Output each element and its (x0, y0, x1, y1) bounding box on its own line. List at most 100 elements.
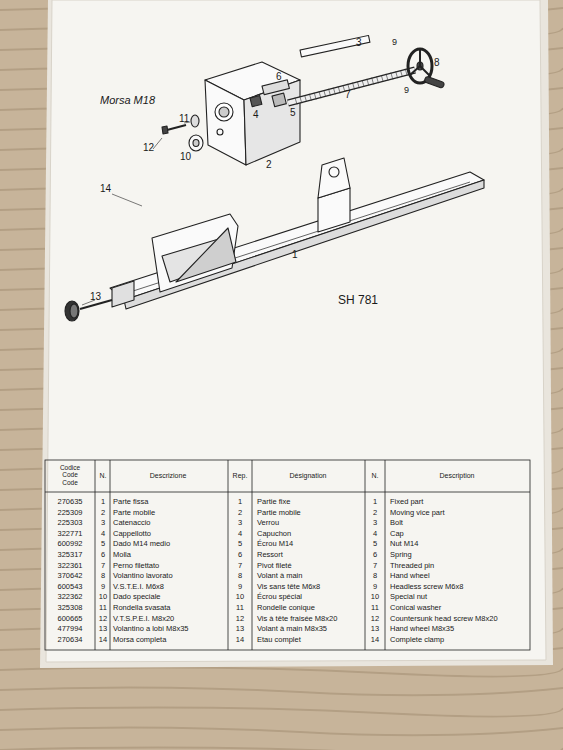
special-nut-hole (193, 140, 199, 147)
pivot-ear (318, 158, 350, 198)
moving-side (244, 80, 300, 165)
bore-inner (219, 107, 229, 117)
table-cell: Volantino a lobi M8x35 (113, 625, 188, 633)
callout-number: 14 (100, 184, 111, 194)
fixed-jaw (152, 214, 238, 292)
table-cell: Complete clamp (390, 636, 444, 644)
table-cell: Catenaccio (113, 519, 151, 527)
leader-line (112, 194, 142, 206)
thread-stroke (319, 91, 321, 98)
table-cell: 8 (373, 572, 377, 580)
callout-number: 2 (266, 160, 272, 170)
callout-number: 10 (180, 152, 191, 162)
nut (272, 93, 286, 107)
end-bracket (112, 281, 134, 307)
table-cell: V.S.T.E.I. M6x8 (113, 583, 164, 591)
thread-stroke (372, 78, 374, 85)
wheel-handle (424, 76, 445, 88)
table-frame (45, 460, 530, 650)
thread-stroke (300, 96, 302, 103)
screw-head (162, 126, 168, 134)
table-cell: Threaded pin (390, 562, 434, 570)
table-rule (95, 460, 96, 650)
table-cell: Rondelle conique (257, 604, 315, 612)
thread-stroke (357, 81, 359, 88)
table-header: Désignation (290, 472, 327, 479)
callout-number: 11 (179, 114, 189, 124)
table-cell: Cap (390, 530, 404, 538)
callout-number: 9 (392, 38, 397, 47)
table-cell: 1 (238, 498, 242, 506)
table-cell: Partie mobile (257, 509, 301, 517)
table-cell: 3 (373, 519, 377, 527)
table-cell: 270635 (57, 498, 82, 506)
table-cell: 600665 (57, 615, 82, 623)
table-cell: 322361 (57, 562, 82, 570)
table-cell: Capuchon (257, 530, 291, 538)
table-cell: 12 (99, 615, 107, 623)
callout-number: 6 (276, 72, 282, 82)
table-cell: 6 (101, 551, 105, 559)
thread-stroke (376, 76, 378, 83)
screw-hole (217, 129, 223, 135)
lobed-knob (65, 301, 79, 321)
table-cell: Hand wheel (390, 572, 430, 580)
table-cell: Dado speciale (113, 593, 161, 601)
countersunk-screw (167, 125, 186, 130)
table-cell: 11 (371, 604, 379, 612)
table-cell: 5 (238, 540, 242, 548)
table-cell: 10 (99, 593, 107, 601)
base-rail (110, 172, 484, 300)
table-cell: Vis sans tête M6x8 (257, 583, 320, 591)
table-rule (45, 492, 530, 493)
table-cell: 9 (238, 583, 242, 591)
knob-face (70, 304, 78, 318)
thread-stroke (295, 98, 297, 105)
table-cell: 6 (238, 551, 242, 559)
table-cell: Perno filettato (113, 562, 159, 570)
callout-number: 4 (253, 110, 259, 120)
thread-stroke (353, 83, 355, 90)
gusset (176, 228, 236, 282)
table-cell: Molla (113, 551, 131, 559)
table-cell: Rondella svasata (113, 604, 171, 612)
rail-side (124, 180, 484, 309)
table-cell: 5 (101, 540, 105, 548)
table-cell: 12 (371, 615, 379, 623)
table-cell: Volant à main (257, 572, 302, 580)
table-cell: 14 (99, 636, 107, 644)
rail-groove (130, 182, 470, 292)
table-cell: 1 (101, 498, 105, 506)
table-cell: 5 (373, 540, 377, 548)
thread-stroke (324, 90, 326, 97)
callout-number: 13 (90, 292, 101, 302)
table-cell: Nut M14 (390, 540, 418, 548)
table-rule (252, 460, 253, 650)
table-cell: 4 (373, 530, 377, 538)
bore (215, 103, 233, 121)
table-header: N. (372, 472, 379, 479)
table-cell: Moving vice part (390, 509, 445, 517)
table-cell: Cappellotto (113, 530, 151, 538)
table-cell: 322771 (57, 530, 82, 538)
table-cell: 8 (238, 572, 242, 580)
table-cell: 1 (373, 498, 377, 506)
table-header: N. (100, 472, 107, 479)
table-header: Codice Code Code (55, 464, 85, 486)
thread-stroke (367, 79, 369, 86)
table-rule (228, 460, 229, 650)
drawing-title: Morsa M18 (100, 95, 155, 106)
table-cell: 322362 (57, 593, 82, 601)
threaded-pin (288, 70, 415, 103)
table-cell: Morsa completa (113, 636, 166, 644)
callout-number: 1 (292, 250, 298, 260)
table-cell: 8 (101, 572, 105, 580)
conical-washer (191, 115, 199, 127)
thread-stroke (343, 85, 345, 92)
table-cell: 13 (371, 625, 379, 633)
table-cell: 600992 (57, 540, 82, 548)
table-header: Descrizione (150, 472, 187, 479)
thread-stroke (391, 73, 393, 80)
table-rule (110, 460, 111, 650)
table-cell: V.T.S.P.E.I. M8x20 (113, 615, 174, 623)
